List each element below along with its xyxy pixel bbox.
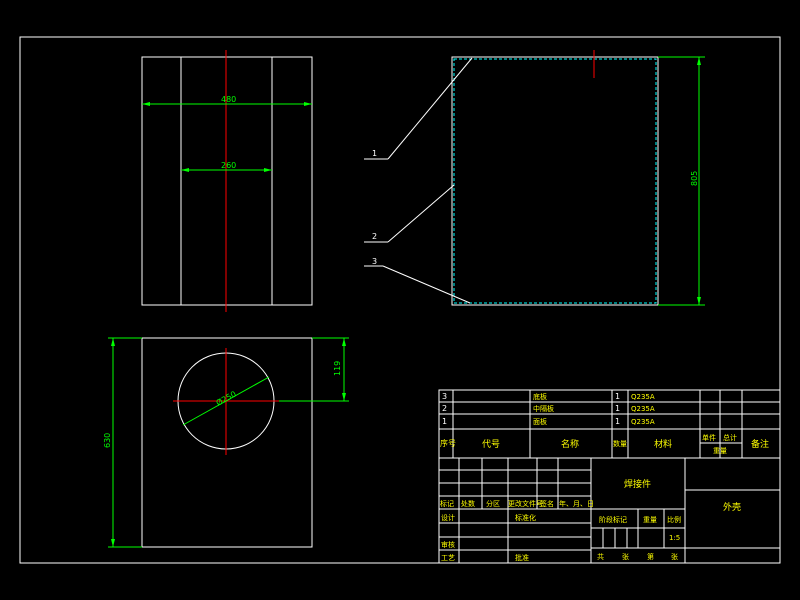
sheet-label-total: 共	[597, 552, 604, 561]
label-check: 审核	[441, 540, 455, 549]
label-standard: 标准化	[515, 513, 536, 522]
callout-leader-2	[387, 184, 455, 243]
bom-header-total: 总计	[723, 433, 737, 442]
label-approve: 批准	[515, 553, 529, 562]
callout-label-1: 1	[372, 149, 377, 158]
bom-row3-material: Q235A	[631, 393, 655, 401]
dim-text-630: 630	[103, 433, 112, 448]
part-name: 外壳	[723, 501, 741, 513]
dim-arrow	[264, 168, 272, 172]
sheet-label-sheet: 张	[622, 552, 629, 561]
dim-arrow	[342, 393, 346, 401]
sheet-label-no: 第	[647, 552, 654, 561]
bom-header-name: 名称	[561, 438, 579, 450]
rev-label-date: 年、月、日	[559, 499, 594, 508]
label-stage-mark: 阶段标记	[599, 515, 627, 524]
bom-row3-no: 3	[442, 392, 447, 401]
callout-leader-1	[387, 57, 473, 160]
rev-label-sign: 签名	[540, 499, 554, 508]
bom-row3-name: 底板	[533, 392, 547, 401]
dim-text-480: 480	[221, 95, 236, 104]
bom-row2-material: Q235A	[631, 405, 655, 413]
bom-row1-no: 1	[442, 417, 447, 426]
bom-header-unit: 单件	[702, 433, 716, 442]
bom-header-weight: 重量	[713, 447, 727, 455]
bom-table: 3 底板 1 Q235A 2 中隔板 1 Q235A 1 面板 1 Q235A …	[438, 389, 781, 459]
bom-header-code: 代号	[482, 439, 500, 450]
rev-label-mark: 标记	[440, 499, 454, 508]
dim-text-805: 805	[690, 171, 699, 186]
dim-arrow	[304, 102, 312, 106]
label-process: 工艺	[441, 554, 455, 562]
label-design: 设计	[441, 513, 455, 522]
bom-row2-no: 2	[442, 404, 447, 413]
dim-text-260: 260	[221, 161, 236, 170]
dim-arrow	[111, 539, 115, 547]
rev-label-doc: 更改文件号	[508, 499, 543, 508]
title-block: 标记 处数 分区 更改文件号 签名 年、月、日 设计 标准化 审核 工艺 批准 …	[438, 457, 781, 564]
title-block-outline	[438, 457, 781, 564]
bom-header-material: 材料	[654, 438, 672, 450]
label-scale: 比例	[667, 515, 681, 524]
bom-row3-qty: 1	[615, 392, 620, 401]
callout-leader-3	[382, 265, 471, 304]
bom-row1-name: 面板	[533, 417, 547, 426]
side-view-weld-outline	[453, 58, 657, 304]
bom-header-qty: 数量	[613, 439, 627, 448]
part-type: 焊接件	[624, 478, 651, 490]
rev-label-count: 处数	[461, 499, 475, 508]
drawing-border	[19, 36, 781, 564]
dim-arrow	[697, 57, 701, 65]
rev-label-zone: 分区	[486, 499, 500, 508]
side-view-outline	[451, 56, 659, 306]
front-view: 480 260	[141, 50, 313, 312]
bom-header-no: 序号	[440, 438, 456, 448]
label-weight: 重量	[643, 516, 657, 524]
dim-arrow	[111, 338, 115, 346]
dim-line-dia	[182, 376, 270, 426]
dim-arrow	[342, 338, 346, 346]
side-view: 805 1 2 3	[364, 50, 705, 306]
bom-row2-name: 中隔板	[533, 404, 554, 413]
dim-arrow	[181, 168, 189, 172]
bom-row1-qty: 1	[615, 417, 620, 426]
sheet-label-sheet2: 张	[671, 552, 678, 561]
bom-row2-qty: 1	[615, 404, 620, 413]
dim-text-119: 119	[333, 361, 342, 376]
callout-label-2: 2	[372, 232, 377, 241]
bom-header-remark: 备注	[751, 438, 769, 450]
top-view-outline	[141, 337, 313, 548]
bom-row1-material: Q235A	[631, 418, 655, 426]
top-view: Ø250 630 119	[103, 337, 349, 548]
scale-value: 1:5	[669, 534, 680, 542]
dim-arrow	[697, 297, 701, 305]
dim-arrow	[142, 102, 150, 106]
callout-label-3: 3	[372, 257, 377, 266]
